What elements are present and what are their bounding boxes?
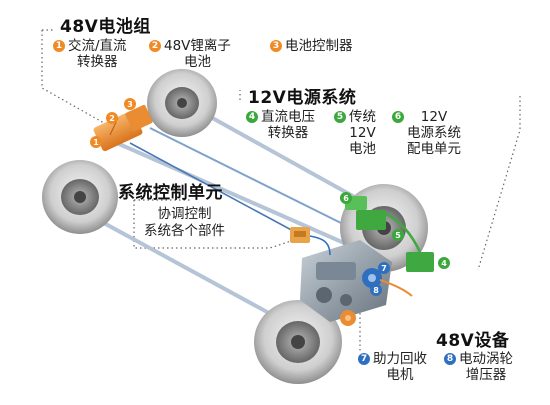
control-unit-module xyxy=(290,227,310,243)
control-unit-line2: 系统各个部件 xyxy=(144,223,225,239)
component-tag-1: 1 xyxy=(90,136,102,148)
badge-4: 4 xyxy=(246,111,258,123)
power-system-12v-title: 12V电源系统 xyxy=(248,88,357,108)
power-item-6: 6 12V 电源系统 配电单元 xyxy=(392,109,461,157)
power-item-6-line3: 配电单元 xyxy=(407,141,461,157)
device-item-8-line2: 增压器 xyxy=(465,367,507,383)
rear-left-wheel xyxy=(42,160,118,234)
battery-item-2-line2: 电池 xyxy=(183,54,211,70)
power-item-5-line3: 电池 xyxy=(349,141,376,157)
svg-text:3: 3 xyxy=(127,100,133,109)
power-item-4-line2: 转换器 xyxy=(267,125,309,141)
badge-3: 3 xyxy=(270,40,282,52)
power-item-4: 4 直流电压 转换器 xyxy=(246,109,315,141)
device-item-8: 8 电动涡轮 增压器 xyxy=(444,351,513,383)
battery-item-1-line1: 交流/直流 xyxy=(68,38,127,54)
component-tag-5: 5 xyxy=(392,229,404,241)
device-item-7-line2: 电机 xyxy=(386,367,414,383)
electric-turbo xyxy=(340,310,356,326)
badge-8: 8 xyxy=(444,353,456,365)
power-item-5-line1: 传统 xyxy=(349,109,376,125)
front-left-wheel xyxy=(254,300,342,384)
device-item-7-line1: 助力回收 xyxy=(373,351,427,367)
svg-text:8: 8 xyxy=(373,286,379,295)
component-tag-2: 2 xyxy=(106,112,118,124)
battery-item-1: 1 交流/直流 转换器 xyxy=(53,38,127,70)
power-item-6-line2: 电源系统 xyxy=(407,125,461,141)
svg-text:5: 5 xyxy=(395,231,401,240)
svg-text:2: 2 xyxy=(109,114,115,123)
badge-1: 1 xyxy=(53,40,65,52)
battery-item-1-line2: 转换器 xyxy=(77,54,118,70)
power-item-4-line1: 直流电压 xyxy=(261,109,315,125)
svg-text:7: 7 xyxy=(381,264,387,273)
component-tag-3: 3 xyxy=(124,98,136,110)
power-item-5-line2: 12V xyxy=(349,125,376,141)
rear-right-wheel xyxy=(147,69,217,137)
badge-5: 5 xyxy=(334,111,346,123)
badge-6: 6 xyxy=(392,111,404,123)
component-tag-7: 7 xyxy=(378,262,390,274)
svg-text:6: 6 xyxy=(343,194,349,203)
component-tag-8: 8 xyxy=(370,284,382,296)
device-item-8-line1: 电动涡轮 xyxy=(459,351,513,367)
control-unit-line1: 协调控制 xyxy=(157,206,212,222)
battery-item-2-line1: 48V锂离子 xyxy=(164,38,231,54)
wiring xyxy=(309,235,413,297)
badge-2: 2 xyxy=(149,40,161,52)
battery-group-title: 48V电池组 xyxy=(60,17,151,37)
control-unit-title: 系统控制单元 xyxy=(118,183,223,203)
engine-block xyxy=(300,240,392,322)
power-item-5: 5 传统 12V 电池 xyxy=(334,109,376,157)
battery-item-3-line1: 电池控制器 xyxy=(285,38,353,54)
svg-text:4: 4 xyxy=(441,259,447,268)
battery-item-3: 3 电池控制器 xyxy=(270,38,353,54)
svg-text:1: 1 xyxy=(93,138,99,147)
badge-7: 7 xyxy=(358,353,370,365)
device-item-7: 7 助力回收 电机 xyxy=(358,351,427,383)
devices-48v-title: 48V设备 xyxy=(436,331,510,351)
power-item-6-line1: 12V xyxy=(420,109,448,125)
component-tag-6: 6 xyxy=(340,192,352,204)
battery-item-2: 2 48V锂离子 电池 xyxy=(149,38,231,70)
assist-motor xyxy=(362,268,382,288)
control-unit-description: 协调控制 系统各个部件 xyxy=(144,206,225,240)
component-tag-4: 4 xyxy=(438,257,450,269)
